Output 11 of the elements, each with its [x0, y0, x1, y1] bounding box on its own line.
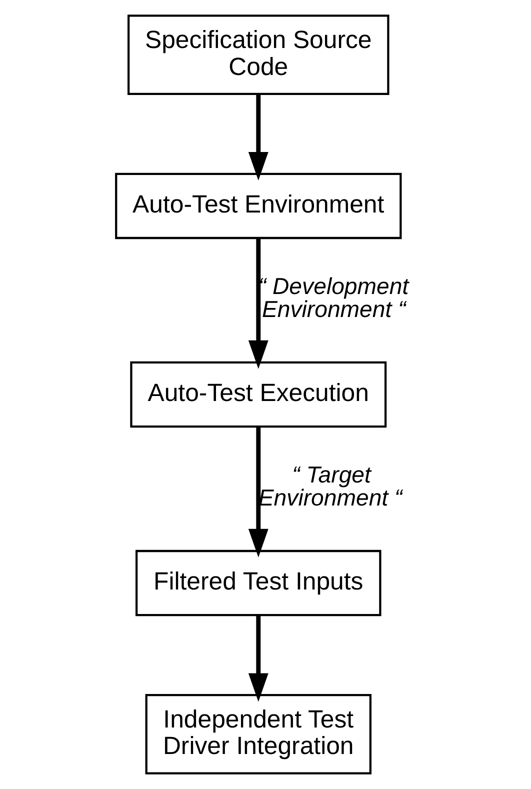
node-box: Filtered Test Inputs	[136, 550, 382, 616]
node-box: Specification Source Code	[128, 14, 390, 96]
edge-label: “ Target Environment “	[258, 461, 402, 510]
node-box: Auto-Test Environment	[115, 172, 402, 240]
arrow	[248, 426, 268, 558]
node-box: Independent Test Driver Integration	[145, 694, 372, 774]
arrow	[248, 94, 268, 180]
edge-label: “ Development Environment “	[258, 272, 409, 322]
node-box: Auto-Test Execution	[130, 361, 387, 428]
arrow	[248, 238, 268, 369]
arrow	[248, 615, 268, 702]
